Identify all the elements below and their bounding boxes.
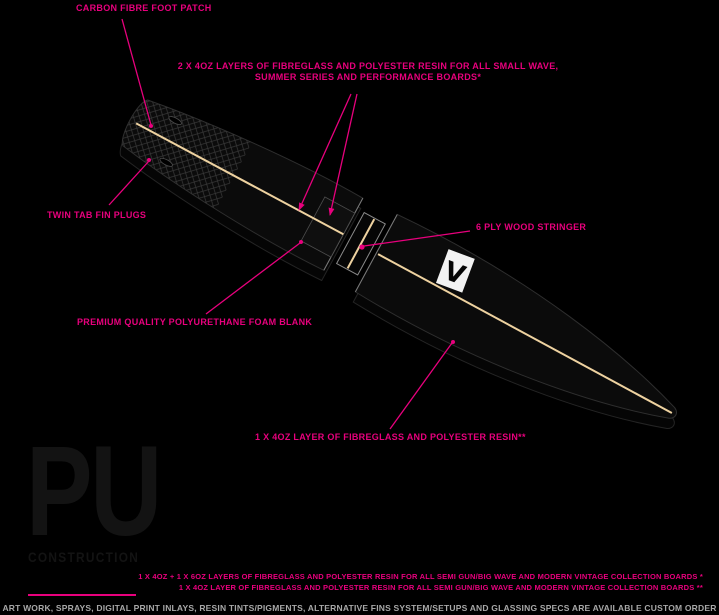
construction-type-title: PU xyxy=(26,420,162,563)
stringer-line-tail xyxy=(135,122,344,236)
leader-dot-stringer xyxy=(359,244,365,250)
label-carbon-foot-patch: CARBON FIBRE FOOT PATCH xyxy=(76,3,212,13)
accent-underline xyxy=(28,594,136,596)
leader-foot-patch xyxy=(121,18,152,126)
annotation-lines xyxy=(108,18,471,430)
brand-logo: V xyxy=(435,249,475,293)
label-deck-glassing: 2 X 4OZ LAYERS OF FIBREGLASS AND POLYEST… xyxy=(177,61,559,82)
nose-cut-edge xyxy=(354,214,398,293)
label-fin-plugs: TWIN TAB FIN PLUGS xyxy=(47,210,147,220)
leader-deck-glassing-1 xyxy=(298,93,352,211)
label-stringer: 6 PLY WOOD STRINGER xyxy=(476,222,587,232)
cross-section-block xyxy=(335,211,386,276)
leader-dot-foam-blank xyxy=(299,240,303,244)
stringer-cross-section xyxy=(346,218,376,269)
footnote-semi-gun-glassing: 1 X 4OZ + 1 X 6OZ LAYERS OF FIBREGLASS A… xyxy=(138,572,703,581)
surfboard-body: V xyxy=(110,82,677,429)
leader-bottom-glassing xyxy=(389,342,453,430)
surfboard-nose-section: V xyxy=(354,213,677,419)
leader-stringer xyxy=(363,230,471,247)
fin-plug-right xyxy=(159,157,173,167)
construction-type-subtitle: CONSTRUCTION xyxy=(28,549,140,565)
custom-order-note: ART WORK, SPRAYS, DIGITAL PRINT INLAYS, … xyxy=(2,603,717,613)
footnote-semi-gun-bottom-glassing: 1 X 4OZ LAYER OF FIBREGLASS AND POLYESTE… xyxy=(178,583,703,592)
leader-foam-blank xyxy=(205,242,301,315)
leader-dot-fin-plugs xyxy=(147,158,151,162)
leader-dot-foot-patch xyxy=(149,124,153,128)
leader-deck-glassing-2 xyxy=(328,93,358,216)
fin-plug-left xyxy=(168,116,182,125)
leader-fin-plugs xyxy=(108,160,150,206)
stringer-line-nose xyxy=(377,253,673,414)
label-foam-blank: PREMIUM QUALITY POLYURETHANE FOAM BLANK xyxy=(77,317,313,327)
label-bottom-glassing: 1 X 4OZ LAYER OF FIBREGLASS AND POLYESTE… xyxy=(255,432,526,442)
leader-dot-bottom-glassing xyxy=(451,340,455,344)
